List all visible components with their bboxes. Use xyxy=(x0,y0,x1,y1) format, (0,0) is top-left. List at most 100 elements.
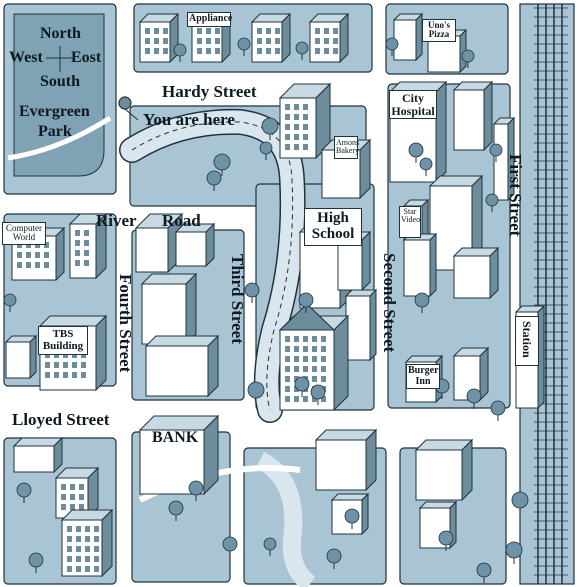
window xyxy=(26,252,31,258)
window xyxy=(321,336,326,342)
third-street-block xyxy=(144,334,220,398)
high-school-sign: High School xyxy=(304,208,362,246)
building-second-west xyxy=(402,232,438,298)
window xyxy=(76,526,81,532)
river-road-house xyxy=(134,212,184,274)
window xyxy=(81,362,86,368)
south-center-building-front xyxy=(315,439,367,491)
house-4 xyxy=(308,12,350,64)
high-school-wing-side xyxy=(361,230,371,292)
window xyxy=(333,28,338,34)
tower-building-front xyxy=(69,223,97,279)
hospital-annex-side xyxy=(483,80,493,152)
tree-crown xyxy=(310,384,326,400)
window xyxy=(81,372,86,378)
window xyxy=(303,346,308,352)
tree-crown xyxy=(206,170,222,186)
window xyxy=(285,376,290,382)
window xyxy=(75,240,80,246)
window xyxy=(75,250,80,256)
window xyxy=(312,346,317,352)
window xyxy=(294,366,299,372)
window xyxy=(145,48,150,54)
tbs-label-line1: TBS xyxy=(52,328,74,340)
house-4-side xyxy=(339,12,349,64)
you-are-here-marker xyxy=(118,96,132,110)
compass-north: North xyxy=(40,25,81,42)
window xyxy=(285,104,290,110)
window xyxy=(294,144,299,150)
window xyxy=(54,362,59,368)
window xyxy=(94,556,99,562)
hospital-annex xyxy=(452,80,494,152)
park-label-line1: Evergreen xyxy=(19,103,90,120)
window xyxy=(312,336,317,342)
river-road-shop-front xyxy=(175,231,207,267)
house-1 xyxy=(138,12,180,64)
tree-crown xyxy=(511,491,529,509)
house-3-side xyxy=(281,12,291,64)
window xyxy=(61,484,66,490)
hardy-street-label: Hardy Street xyxy=(162,82,257,101)
tree-crown xyxy=(505,541,523,559)
southwest-house xyxy=(12,436,64,474)
school-annex-front xyxy=(345,295,371,361)
window xyxy=(303,104,308,110)
window xyxy=(303,134,308,140)
building-second-west-side xyxy=(429,232,437,298)
tree-crown xyxy=(237,37,251,51)
window xyxy=(26,262,31,268)
lloyed-street-label: Lloyed Street xyxy=(12,410,110,429)
window xyxy=(303,356,308,362)
window xyxy=(312,396,317,402)
burger-inn-sign: Burger Inn xyxy=(406,364,440,389)
building-second-west-front xyxy=(403,239,431,297)
window xyxy=(312,356,317,362)
bakery-sign: Amons Bakery xyxy=(334,136,359,159)
window xyxy=(303,124,308,130)
window xyxy=(197,38,202,44)
south-east-building xyxy=(414,438,474,502)
window xyxy=(324,28,329,34)
tree-crown xyxy=(247,381,265,399)
tree-crown xyxy=(259,141,273,155)
window xyxy=(206,28,211,34)
window xyxy=(76,536,81,542)
window xyxy=(275,28,280,34)
tree-crown xyxy=(490,400,506,416)
second-street-label: Second Street xyxy=(380,253,399,353)
window xyxy=(257,28,262,34)
window xyxy=(94,526,99,532)
window xyxy=(70,494,75,500)
curved-road-center xyxy=(131,121,294,411)
tbs-building-sign: TBS Building xyxy=(38,326,88,356)
tree-crown xyxy=(16,482,32,498)
window xyxy=(84,240,89,246)
computer-label-line2: World xyxy=(12,232,36,243)
window xyxy=(75,260,80,266)
school-annex-side xyxy=(369,288,377,362)
tbs-side xyxy=(4,334,38,380)
appliance-sign: Appliance xyxy=(187,12,232,27)
window xyxy=(63,372,68,378)
tree-crown xyxy=(213,153,231,171)
tree-crown xyxy=(476,562,492,578)
window xyxy=(324,48,329,54)
window xyxy=(44,242,49,248)
river-road-house-front xyxy=(135,227,169,273)
tree-crown xyxy=(295,41,309,55)
hospital-annex-front xyxy=(453,89,485,151)
burger-label-line1: Burger xyxy=(408,365,439,376)
window xyxy=(84,250,89,256)
window xyxy=(294,356,299,362)
window xyxy=(321,346,326,352)
you-are-here-pointer xyxy=(124,108,139,121)
first-street-building-front xyxy=(493,123,509,201)
tree-crown xyxy=(244,282,260,298)
tree-crown xyxy=(173,43,187,57)
window xyxy=(303,366,308,372)
high-school-wing-front xyxy=(337,239,363,291)
window xyxy=(61,494,66,500)
window xyxy=(315,38,320,44)
window xyxy=(154,48,159,54)
